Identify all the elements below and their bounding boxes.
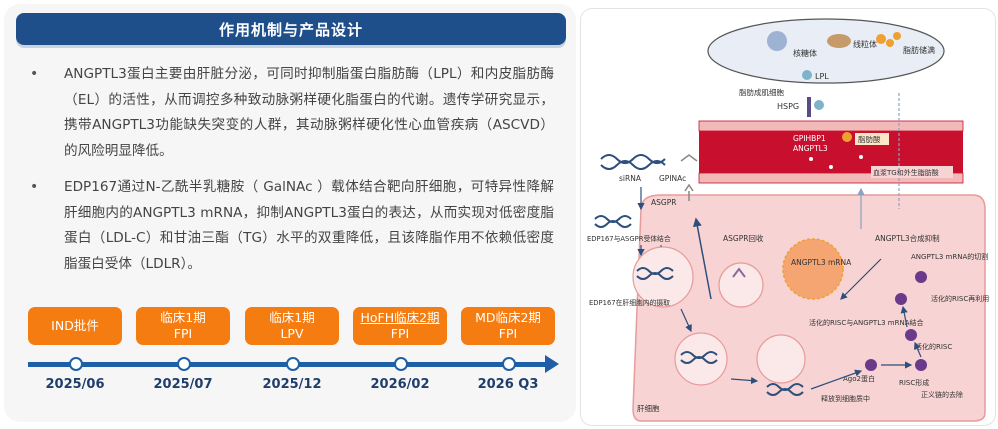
nucleus-icon bbox=[767, 31, 787, 51]
milestone-label: IND批件 bbox=[51, 318, 99, 333]
section-title: 作用机制与产品设计 bbox=[218, 20, 363, 39]
hepatocyte-label: 肝细胞 bbox=[637, 403, 660, 413]
lpl-icon bbox=[814, 100, 824, 110]
milestone-ind: IND批件 bbox=[28, 307, 122, 345]
fat-droplet-icon bbox=[876, 34, 886, 44]
angptl3-vessel-label: ANGPTL3 bbox=[793, 144, 828, 153]
recycle-label: ASGPR回收 bbox=[723, 233, 764, 243]
risc-bind-label: 活化的RISC与ANGPTL3 mRNA结合 bbox=[809, 318, 924, 327]
adipocyte-cell bbox=[707, 18, 945, 84]
milestone-hofh-phase2: HoFH临床2期 FPI bbox=[353, 307, 447, 345]
galnac-label: GPINAc bbox=[659, 174, 686, 183]
milestone-sublabel: FPI bbox=[498, 326, 518, 341]
milestone-label: 临床1期 bbox=[160, 310, 206, 325]
left-panel bbox=[4, 4, 576, 422]
timeline-node bbox=[286, 357, 300, 371]
fatty-acid-label: 脂肪酸 bbox=[858, 134, 881, 144]
lpl-icon bbox=[802, 70, 812, 80]
internalization-label: EDP167在肝细胞内的摄取 bbox=[589, 298, 670, 307]
milestone-sublabel: LPV bbox=[280, 326, 304, 341]
vessel-wall-bottom bbox=[698, 172, 964, 184]
fat-droplet-icon bbox=[893, 32, 901, 40]
lpl-label: LPL bbox=[815, 72, 829, 81]
asgpr-receptor-icon bbox=[684, 183, 694, 201]
hepatocyte-cell bbox=[632, 194, 986, 422]
milestone-sublabel: FPI bbox=[390, 326, 410, 341]
nucleus-label: 核糖体 bbox=[793, 48, 817, 58]
milestone-sublabel: FPI bbox=[173, 326, 193, 341]
bullet-marker: • bbox=[30, 179, 39, 195]
asgpr-label: ASGPR bbox=[651, 198, 676, 207]
section-header: 作用机制与产品设计 bbox=[16, 13, 566, 45]
milestone-label: 临床1期 bbox=[269, 310, 315, 325]
risc-form-label: RISC形成 bbox=[899, 378, 929, 387]
milestone-md-phase2: MD临床2期 FPI bbox=[461, 307, 555, 345]
binding-label: EDP167与ASGPR受体结合 bbox=[587, 234, 671, 243]
mechanism-diagram: 核糖体 线粒体 脂肪储满 LPL 脂肪成肌细胞 HSPG GPIHBP1 ANG… bbox=[587, 18, 989, 422]
timeline-arrow-icon bbox=[545, 355, 559, 373]
risc-active-label: 活化的RISC bbox=[915, 342, 952, 351]
risc-icon bbox=[915, 359, 927, 371]
sirna-label: siRNA bbox=[619, 174, 642, 183]
milestone-date: 2025/06 bbox=[45, 377, 105, 392]
sense-removal-label: 正义链的去除 bbox=[921, 390, 963, 399]
timeline-node bbox=[502, 357, 516, 371]
ago2-label: Ago2蛋白 bbox=[843, 374, 875, 383]
fat-storage-label: 脂肪储满 bbox=[903, 45, 935, 55]
mitochondria-icon bbox=[827, 34, 851, 48]
timeline-node bbox=[69, 357, 83, 371]
synthesis-label: ANGPTL3合成抑制 bbox=[875, 233, 940, 243]
risc-icon bbox=[915, 271, 927, 283]
milestone-date: 2026 Q3 bbox=[477, 377, 539, 392]
gpihbp1-label: GPIHBP1 bbox=[793, 134, 826, 143]
hspg-icon bbox=[807, 97, 811, 117]
mitochondria-label: 线粒体 bbox=[853, 39, 877, 49]
mechanism-diagram-panel: 核糖体 线粒体 脂肪储满 LPL 脂肪成肌细胞 HSPG GPIHBP1 ANG… bbox=[580, 8, 996, 426]
milestone-date: 2025/07 bbox=[153, 377, 213, 392]
bullet-marker: • bbox=[30, 66, 39, 82]
milestone-phase1-lpv: 临床1期 LPV bbox=[245, 307, 339, 345]
fat-droplet-icon bbox=[886, 39, 894, 47]
vessel-wall-top bbox=[698, 120, 964, 132]
timeline-node bbox=[177, 357, 191, 371]
risc-icon bbox=[905, 329, 917, 341]
release-label: 释放到细胞质中 bbox=[821, 394, 870, 403]
milestone-date: 2026/02 bbox=[370, 377, 430, 392]
fatty-acid-icon bbox=[842, 132, 852, 142]
angptl3-mrna-nucleus bbox=[782, 238, 844, 300]
milestone-date: 2025/12 bbox=[262, 377, 322, 392]
adipocyte-label: 脂肪成肌细胞 bbox=[739, 87, 784, 97]
paragraph-angptl3: ANGPTL3蛋白主要由肝脏分泌，可同时抑制脂蛋白脂肪酶（LPL）和内皮脂肪酶（… bbox=[64, 66, 554, 159]
cleavage-label: ANGPTL3 mRNA的切割 bbox=[911, 252, 988, 261]
milestone-phase1-fpi: 临床1期 FPI bbox=[136, 307, 230, 345]
ago2-icon bbox=[865, 359, 877, 371]
fatty-acid-box bbox=[855, 133, 889, 145]
milestone-label: HoFH临床2期 bbox=[360, 310, 440, 325]
hspg-label: HSPG bbox=[777, 102, 799, 111]
timeline-node bbox=[394, 357, 408, 371]
risc-reuse-label: 活化的RISC再利用 bbox=[931, 294, 989, 303]
milestone-label: MD临床2期 bbox=[475, 310, 541, 325]
bloodstream-box bbox=[871, 166, 953, 178]
angptl3-mrna-label: ANGPTL3 mRNA bbox=[791, 258, 852, 267]
risc-icon bbox=[895, 293, 907, 305]
bloodstream-label: 血浆TG和外生脂肪酸 bbox=[873, 168, 939, 177]
paragraph-edp167: EDP167通过N-乙酰半乳糖胺（ GalNAc ）载体结合靶向肝细胞，可特异性… bbox=[64, 179, 554, 272]
